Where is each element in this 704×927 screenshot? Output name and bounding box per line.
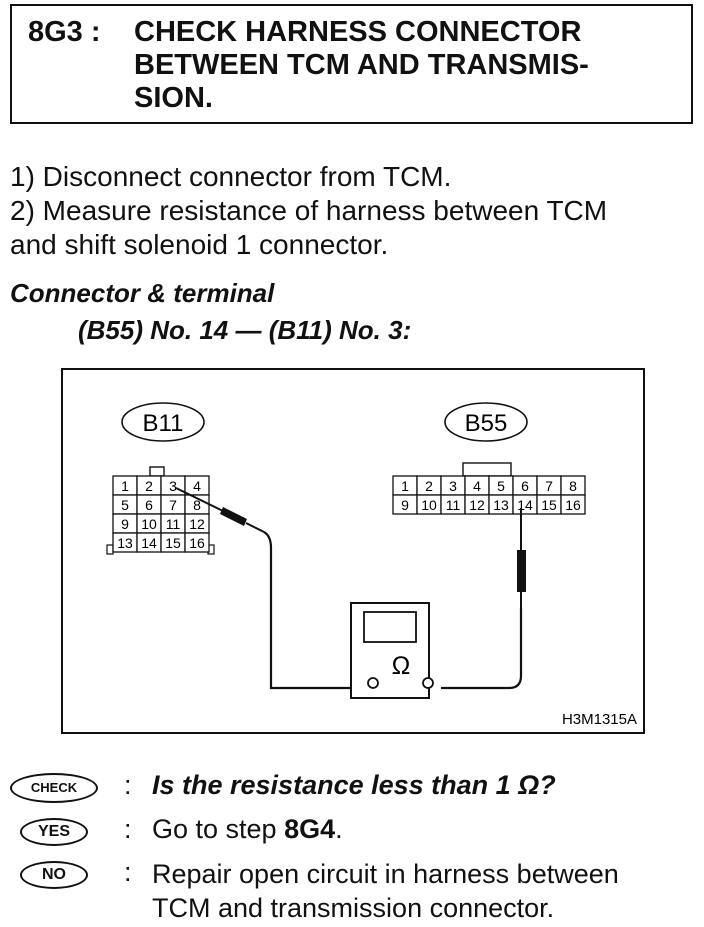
b55-pin-label: 2 [425, 478, 433, 494]
b11-pin-label: 9 [121, 516, 129, 532]
b55-pin-label: 9 [401, 497, 409, 513]
ohm-symbol: Ω [392, 652, 411, 680]
step-number: 8G3 : [28, 16, 101, 48]
b11-pin-label: 2 [145, 478, 153, 494]
b11-label-oval [121, 402, 205, 442]
b55-label-oval [444, 402, 528, 442]
no-action-line-2: TCM and transmission connector. [152, 893, 555, 923]
b55-pin-label: 8 [569, 478, 577, 494]
b11-label: B11 [143, 410, 184, 437]
yes-row: YES : Go to step 8G4. [10, 814, 700, 850]
b11-pin-label: 15 [165, 535, 181, 551]
no-action: Repair open circuit in harness between T… [152, 857, 619, 925]
step-title-line-2: BETWEEN TCM AND TRANSMIS- [134, 49, 589, 81]
ohmmeter: Ω [350, 602, 434, 699]
b11-pin-label: 1 [121, 478, 129, 494]
b55-pin-label: 14 [517, 497, 533, 513]
check-row: CHECK : Is the resistance less than 1 Ω? [10, 770, 700, 806]
spec-value: (B55) No. 14 — (B11) No. 3: [78, 315, 412, 345]
b11-pin-label: 14 [141, 535, 157, 551]
procedure-steps: 1) Disconnect connector from TCM. 2) Mea… [10, 160, 700, 262]
b55-pin-label: 12 [469, 497, 485, 513]
no-colon: : [124, 857, 132, 887]
yes-action-suffix: . [335, 814, 343, 844]
no-row: NO : Repair open circuit in harness betw… [10, 857, 700, 927]
yes-step-ref: 8G4 [284, 814, 336, 844]
step-header-box: 8G3 : CHECK HARNESS CONNECTOR BETWEEN TC… [10, 4, 693, 124]
b11-pin-label: 11 [166, 516, 181, 532]
b11-pin-label: 16 [189, 535, 205, 551]
check-colon: : [124, 770, 132, 800]
step-title-line-3: SION. [134, 82, 213, 114]
no-badge: NO [20, 861, 88, 889]
b55-pin-label: 16 [565, 497, 581, 513]
b55-pin-label: 1 [401, 478, 409, 494]
procedure-step-2: 2) Measure resistance of harness between… [10, 195, 608, 226]
b11-probe [175, 487, 361, 690]
yes-colon: : [124, 814, 132, 844]
b55-pin-label: 10 [421, 497, 437, 513]
b11-pin-label: 5 [121, 497, 129, 513]
b11-pin-label: 10 [141, 516, 157, 532]
b11-pin-label: 7 [169, 497, 177, 513]
b11-pin-label: 4 [193, 478, 201, 494]
b55-pin-label: 5 [497, 478, 505, 494]
b11-pin-label: 6 [145, 497, 153, 513]
b11-pin-label: 8 [193, 497, 201, 513]
figure-code: H3M1315A [562, 711, 637, 728]
b11-pin-label: 3 [169, 478, 177, 494]
b55-label: B55 [465, 410, 508, 437]
check-badge: CHECK [10, 773, 98, 803]
spec-label: Connector & terminal [10, 278, 275, 308]
b55-pin-label: 7 [545, 478, 553, 494]
b11-pin-cell [184, 532, 210, 553]
b11-pin-label: 13 [117, 535, 133, 551]
yes-action-prefix: Go to step [152, 814, 285, 844]
step-title-line-1: CHECK HARNESS CONNECTOR [134, 16, 582, 48]
yes-badge: YES [20, 818, 88, 846]
procedure-step-1: 1) Disconnect connector from TCM. [10, 161, 452, 192]
b11-pin-label: 12 [189, 516, 205, 532]
b55-pin-label: 4 [473, 478, 481, 494]
check-question: Is the resistance less than 1 Ω? [152, 770, 556, 800]
b55-probe [441, 508, 526, 690]
b55-pin-label: 15 [541, 497, 557, 513]
step-title: CHECK HARNESS CONNECTOR BETWEEN TCM AND … [134, 16, 674, 115]
yes-action: Go to step 8G4. [152, 814, 343, 845]
procedure-step-2-cont: and shift solenoid 1 connector. [10, 229, 389, 260]
b55-pin-label: 13 [493, 497, 509, 513]
no-action-line-1: Repair open circuit in harness between [152, 859, 619, 889]
b55-pin-label: 3 [449, 478, 457, 494]
b55-pin-label: 6 [521, 478, 529, 494]
b55-pin-cell [560, 494, 586, 515]
b55-pin-label: 11 [446, 497, 461, 513]
